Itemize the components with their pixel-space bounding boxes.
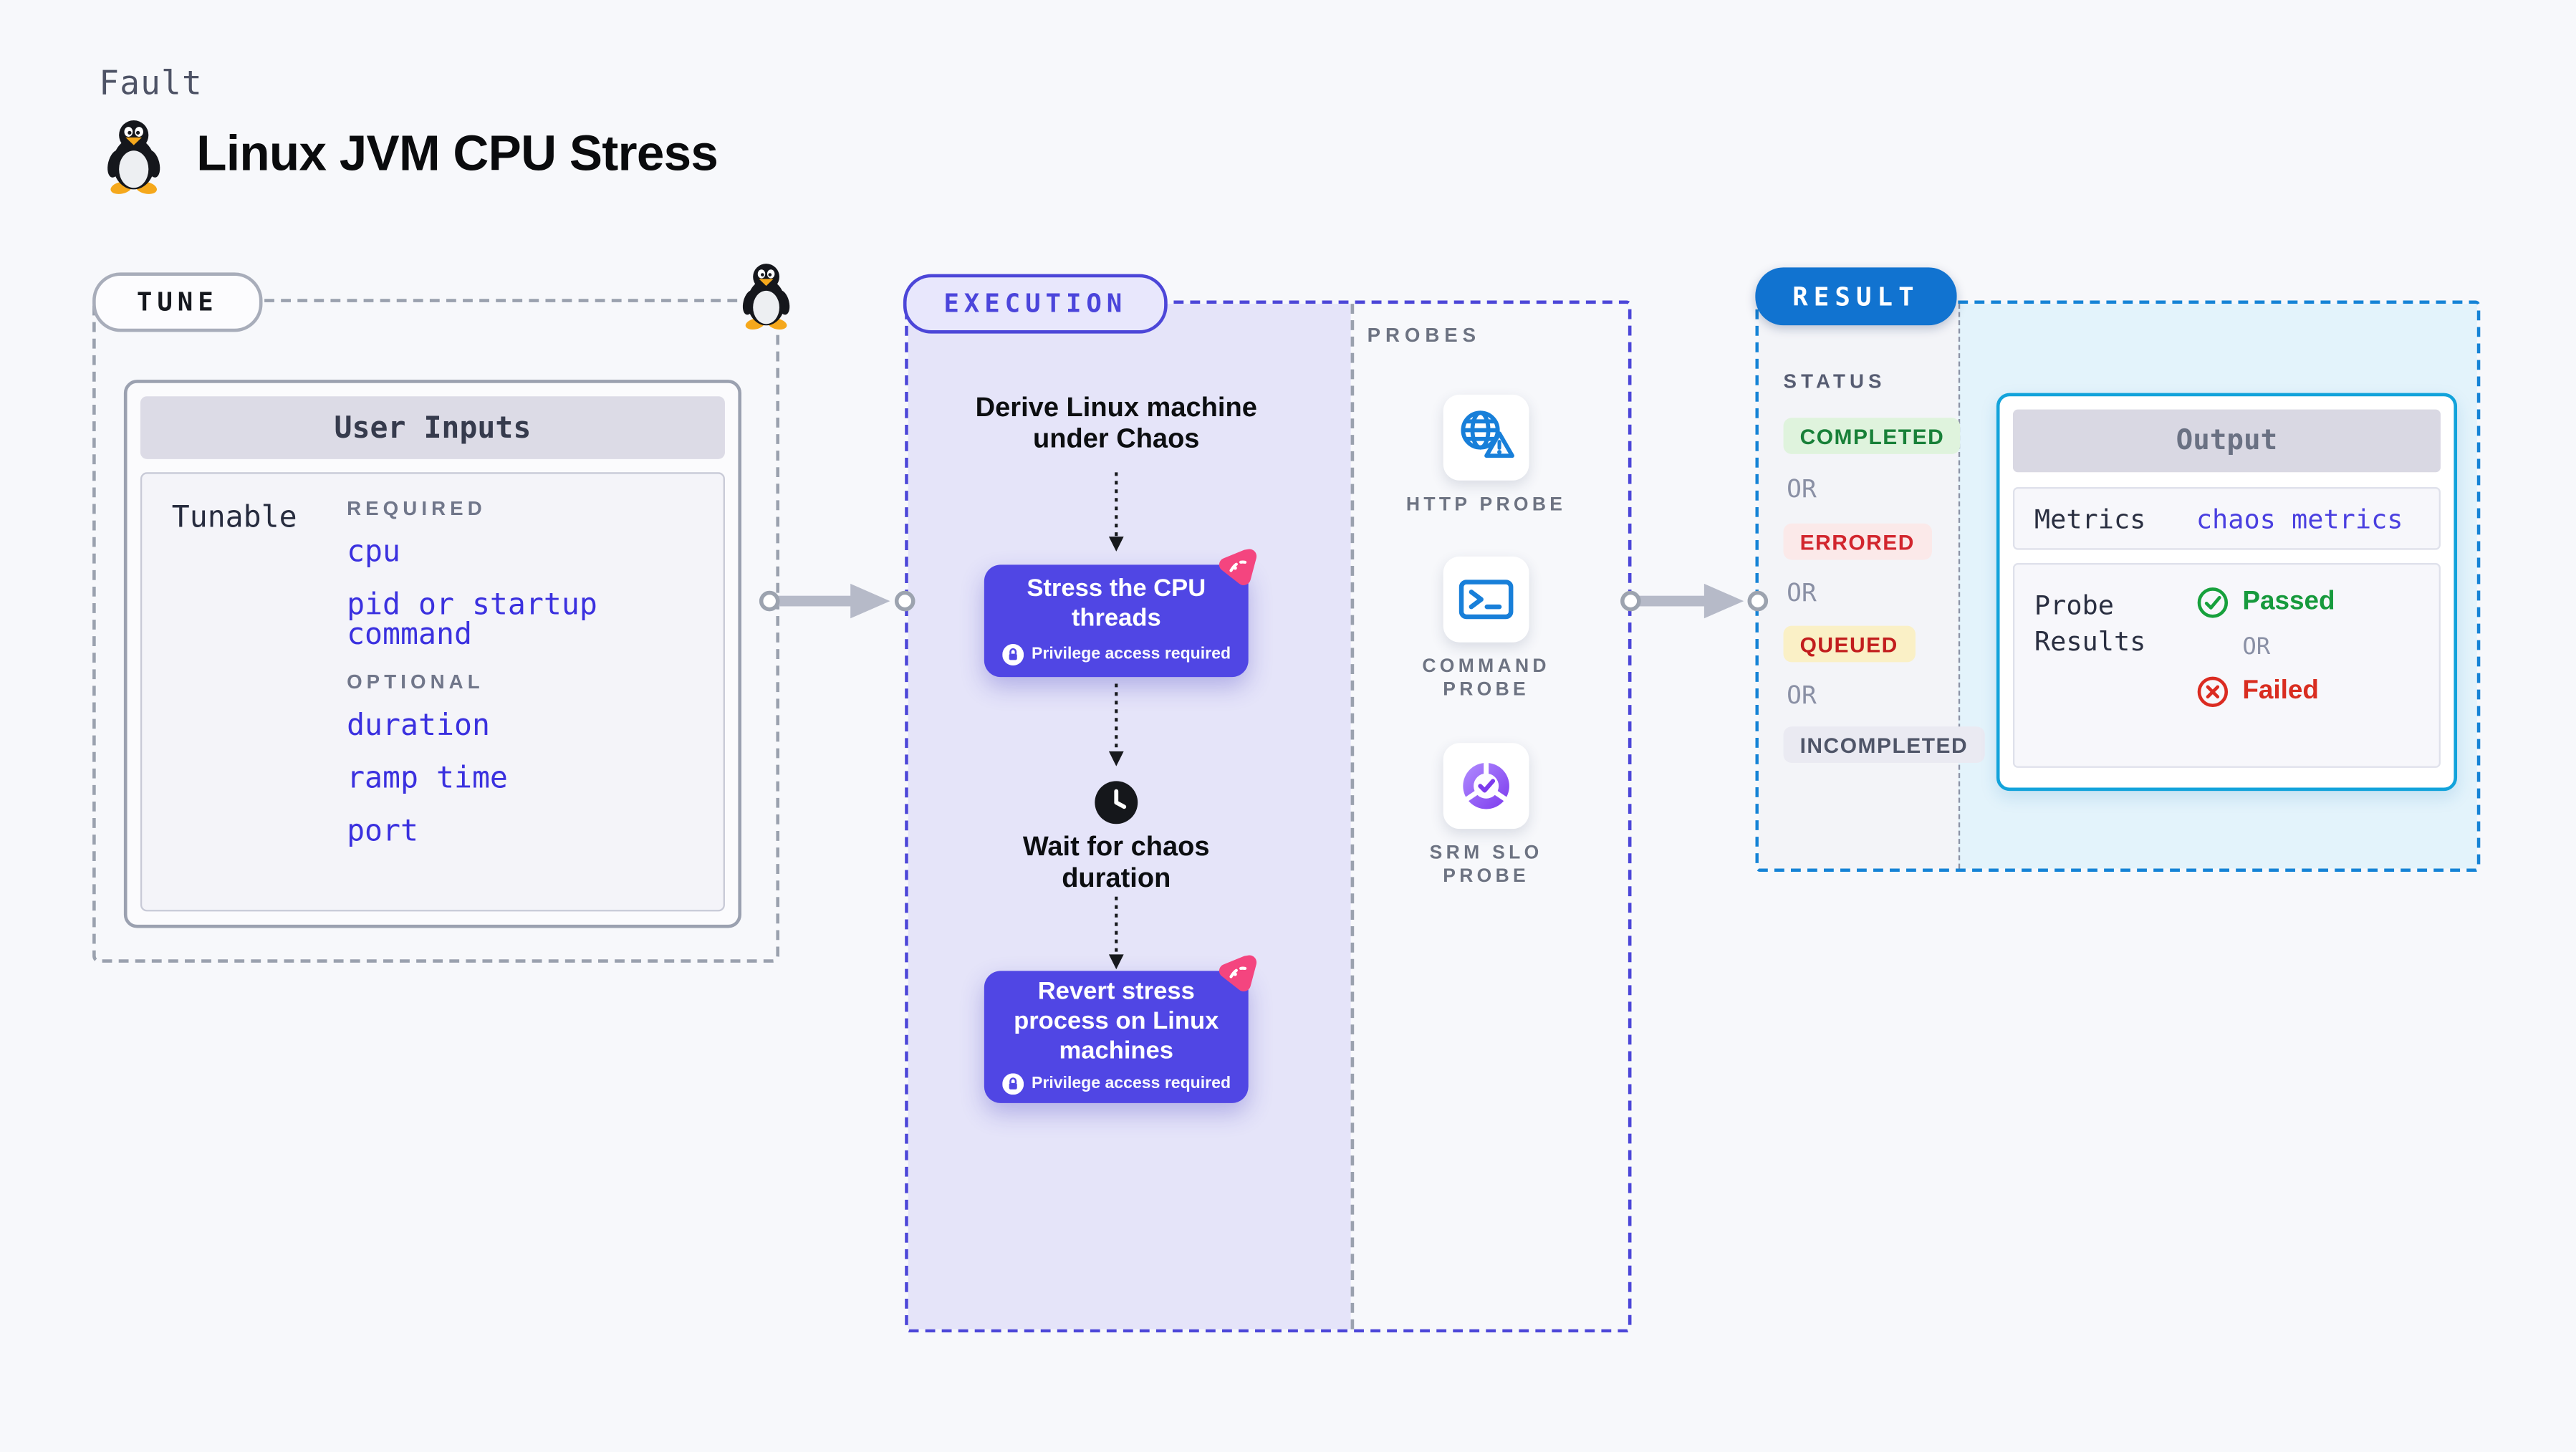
passed-state-row: Passed [2196,586,2335,619]
flow-arrow-2 [1108,683,1124,766]
probe-results-row: Probe Results Passed OR Failed [2012,563,2441,768]
probe-results-label: Probe Results [2034,589,2146,657]
user-inputs-card: User Inputs Tunable REQUIRED cpu pid or … [123,380,742,928]
wait-step-label: Wait for chaos duration [1022,832,1210,895]
metrics-label: Metrics [2034,502,2146,534]
output-card-title: Output [2012,409,2441,473]
srm-slo-probe-card [1443,743,1529,830]
srm-slo-probe-label: SRM SLO PROBE [1346,842,1627,889]
result-section-pill: RESULT [1755,267,1957,326]
tune-section-box [92,299,780,963]
fault-eyebrow-label: Fault [99,62,203,102]
param-pid-or-startup-command: pid or startup command [347,587,597,653]
linux-tux-icon [102,117,165,195]
required-section-label: REQUIRED [347,496,486,521]
lock-icon [1001,1074,1023,1095]
http-probe-label: HTTP PROBE [1346,494,1627,516]
probe-label-line: HTTP PROBE [1405,495,1567,516]
user-inputs-title: User Inputs [140,396,725,459]
derive-step-label: Derive Linux machine under Chaos [975,393,1257,455]
tunable-params-list: REQUIRED cpu pid or startup command OPTI… [347,497,724,870]
status-badge-errored: ERRORED [1783,523,1931,560]
revert-stress-node-title: Revert stress process on Linux machines [1014,976,1219,1066]
status-badge-incompleted: INCOMPLETED [1783,726,1985,763]
passed-label: Passed [2242,587,2335,616]
slo-donut-check-icon [1456,756,1516,816]
flow-arrow-1 [1108,472,1124,552]
stress-cpu-node: Stress the CPU threads Privilege access … [984,564,1249,678]
privilege-row: Privilege access required [1001,645,1231,666]
or-separator: OR [1787,473,1817,504]
probe-label-line: PROBE [1443,867,1530,887]
revert-stress-node: Revert stress process on Linux machines … [984,971,1249,1103]
or-separator: OR [1787,680,1817,711]
probes-section-label: PROBES [1367,323,1481,347]
or-separator: OR [1787,577,1817,608]
param-port: port [347,814,419,849]
probe-label-line: SRM SLO [1429,843,1543,864]
globe-warning-icon [1456,408,1516,467]
tunable-label: Tunable [171,500,297,535]
result-status-output-divider [1958,304,1961,869]
probe-results-values: Passed OR Failed [2196,564,2335,708]
terminal-icon [1456,569,1516,629]
probe-label-line: COMMAND [1422,657,1550,678]
user-inputs-body: Tunable REQUIRED cpu pid or startup comm… [140,472,725,912]
status-column-label: STATUS [1783,370,1886,393]
probe-label-line: PROBE [1443,680,1530,701]
check-circle-icon [2196,586,2229,619]
privilege-label: Privilege access required [1031,645,1231,665]
clock-icon [1095,781,1138,824]
page-title: Linux JVM CPU Stress [196,127,719,182]
param-cpu: cpu [347,534,401,570]
lock-icon [1001,645,1023,666]
http-probe-card [1443,394,1529,481]
command-probe-card [1443,556,1529,643]
tune-to-execution-arrow [759,583,915,619]
execution-section-pill: EXECUTION [903,274,1168,334]
flow-arrow-3 [1108,896,1124,970]
tune-section-pill: TUNE [92,272,263,332]
execution-to-result-arrow [1620,583,1769,619]
status-badge-queued: QUEUED [1783,625,1915,663]
result-status-background [1758,304,1959,869]
stress-cpu-node-title: Stress the CPU threads [1027,574,1206,633]
linux-tux-icon-small [738,261,794,330]
output-card: Output Metrics chaos metrics Probe Resul… [1996,393,2458,792]
privilege-label: Privilege access required [1031,1075,1231,1095]
optional-section-label: OPTIONAL [347,670,484,694]
execution-probes-divider [1350,304,1355,1330]
param-duration: duration [347,708,490,744]
chaos-icon [1216,953,1259,996]
or-separator: OR [2242,634,2271,661]
x-circle-icon [2196,675,2229,708]
param-ramp-time: ramp time [347,761,508,797]
failed-state-row: Failed [2196,675,2335,708]
privilege-row: Privilege access required [1001,1074,1231,1095]
metrics-value: chaos metrics [2196,502,2403,534]
chaos-icon [1216,547,1259,590]
metrics-row: Metrics chaos metrics [2012,487,2441,550]
status-badge-completed: COMPLETED [1783,418,1961,454]
failed-label: Failed [2242,677,2319,706]
